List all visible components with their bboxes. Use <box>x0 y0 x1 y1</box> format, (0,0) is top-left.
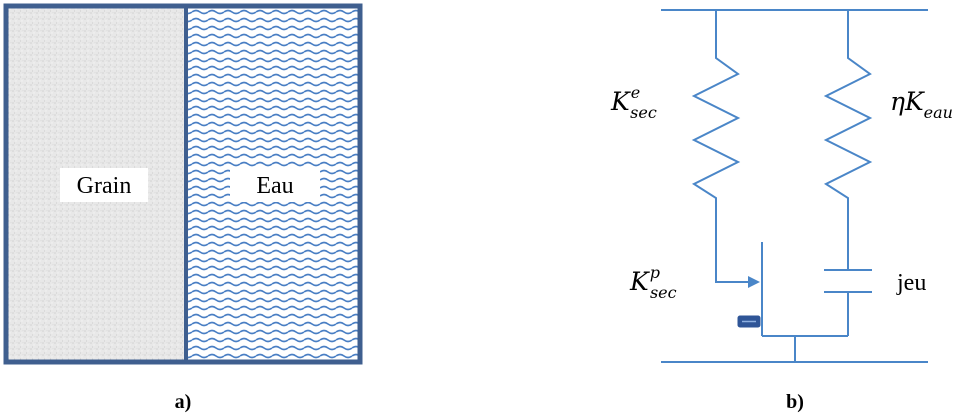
water-spring-label: ηKeau <box>890 87 953 122</box>
elastic-spring <box>691 10 752 283</box>
panel-a-border <box>3 3 363 365</box>
panel-a-caption: a) <box>175 391 192 413</box>
slider-arrowhead <box>748 276 760 288</box>
water-label-bg <box>230 168 320 202</box>
gap-label: jeu <box>896 270 926 296</box>
water-spring <box>823 10 873 270</box>
water-label: Eau <box>256 173 293 199</box>
panel-b <box>661 9 928 363</box>
panel-a: Grain Eau a) <box>3 3 363 413</box>
panel-b-caption: b) <box>786 391 804 413</box>
grain-label-bg <box>60 168 148 202</box>
grain-label: Grain <box>77 173 132 199</box>
